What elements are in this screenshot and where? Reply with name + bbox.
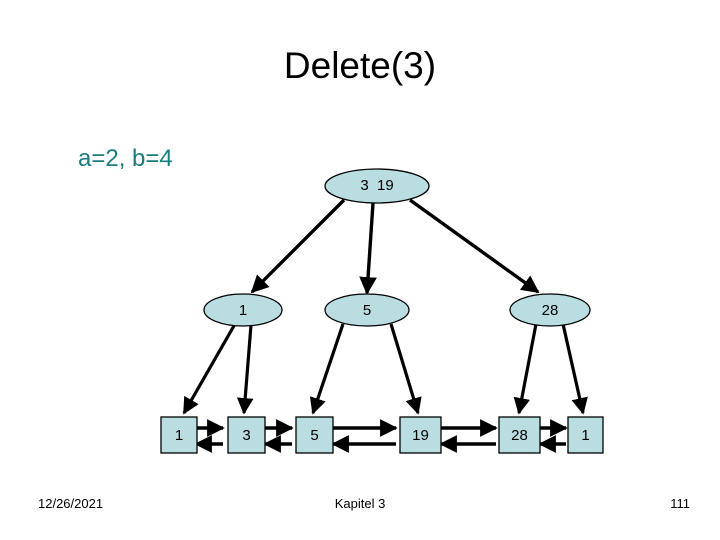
tree-leaf-19[interactable] [399,416,442,454]
edge-internal1-to-leaf-3 [236,324,254,415]
tree-leaf-1-last[interactable] [567,416,604,454]
footer-chapter: Kapitel 3 [334,496,386,511]
leaf-link-5-19 [331,419,398,453]
tree-leaf-28[interactable] [498,416,541,454]
tree-leaf-1[interactable] [160,416,198,454]
tree-node-internal-28[interactable] [509,293,591,327]
tree-node-root[interactable] [324,168,430,204]
edge-internal28-to-leaf-28 [513,323,538,415]
tree-node-internal-5[interactable] [324,293,410,327]
edge-root-to-internal-5 [359,202,377,295]
parameters-label: a=2, b=4 [78,145,173,172]
edge-internal1-to-leaf-1 [182,323,237,415]
leaf-link-1-3 [194,419,225,453]
edge-root-to-internal-28 [409,198,540,294]
leaf-link-28-1 [538,419,568,453]
edge-internal5-to-leaf-19 [389,323,422,415]
page-title: Delete(3) [283,45,437,86]
edge-root-to-internal-1 [250,198,346,294]
leaf-link-19-28 [439,419,498,453]
leaf-link-3-5 [263,419,294,453]
edge-internal5-to-leaf-5 [309,323,345,415]
tree-leaf-5[interactable] [295,416,334,454]
edge-internal28-to-leaf-1b [561,323,588,415]
tree-node-internal-1[interactable] [203,293,283,327]
footer-page-number: 111 [670,496,690,511]
tree-leaf-3[interactable] [227,416,266,454]
footer-date: 12/26/2021 [38,496,104,511]
